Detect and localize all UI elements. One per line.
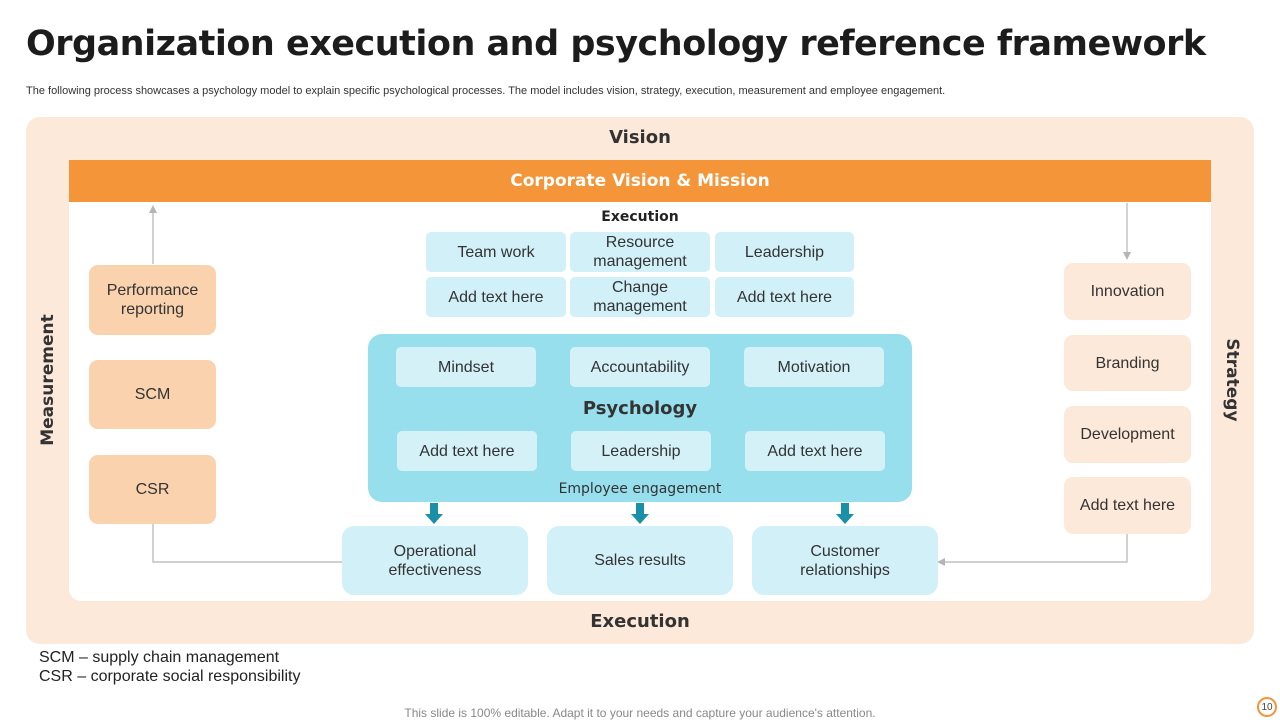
execution-item: Add text here [426, 277, 566, 317]
strategy-item: Innovation [1064, 263, 1191, 320]
result-item: Sales results [547, 526, 733, 595]
psychology-item: Accountability [570, 347, 710, 387]
page-subtitle: The following process showcases a psycho… [26, 85, 946, 97]
psychology-item: Add text here [745, 431, 885, 471]
execution-item: Add text here [715, 277, 854, 317]
strategy-item: Development [1064, 406, 1191, 463]
arrow-up-icon [149, 205, 157, 213]
execution-item: Change management [570, 277, 710, 317]
corporate-vision-banner: Corporate Vision & Mission [69, 160, 1211, 202]
legend-csr: CSR – corporate social responsibility [39, 668, 301, 685]
psychology-item: Motivation [744, 347, 884, 387]
execution-item: Team work [426, 232, 566, 272]
measurement-bottom-line [152, 524, 342, 563]
employee-engagement-label: Employee engagement [558, 481, 722, 497]
strategy-item: Branding [1064, 335, 1191, 391]
measurement-item: CSR [89, 455, 216, 524]
psychology-item: Add text here [397, 431, 537, 471]
page-number-badge: 10 [1257, 697, 1277, 717]
strategy-item: Add text here [1064, 477, 1191, 534]
arrow-down-icon [1123, 252, 1131, 260]
strategy-bottom-line [941, 534, 1128, 563]
legend-scm: SCM – supply chain management [39, 649, 280, 666]
teal-arrow-down-icon [836, 503, 854, 524]
execution-item: Resource management [570, 232, 710, 272]
teal-arrow-down-icon [425, 503, 443, 524]
result-item: Operational effectiveness [342, 526, 528, 595]
measurement-item: SCM [89, 360, 216, 429]
psychology-item: Leadership [571, 431, 711, 471]
arrow-left-icon [937, 558, 945, 566]
vision-label: Vision [609, 127, 671, 148]
footer-note: This slide is 100% editable. Adapt it to… [404, 706, 876, 720]
execution-bottom-label: Execution [590, 611, 690, 632]
teal-arrow-down-icon [631, 503, 649, 524]
psychology-item: Mindset [396, 347, 536, 387]
psychology-label: Psychology [582, 398, 698, 419]
page-title: Organization execution and psychology re… [26, 24, 1206, 64]
result-item: Customer relationships [752, 526, 938, 595]
measurement-item: Performance reporting [89, 265, 216, 335]
execution-label: Execution [601, 209, 679, 225]
execution-item: Leadership [715, 232, 854, 272]
